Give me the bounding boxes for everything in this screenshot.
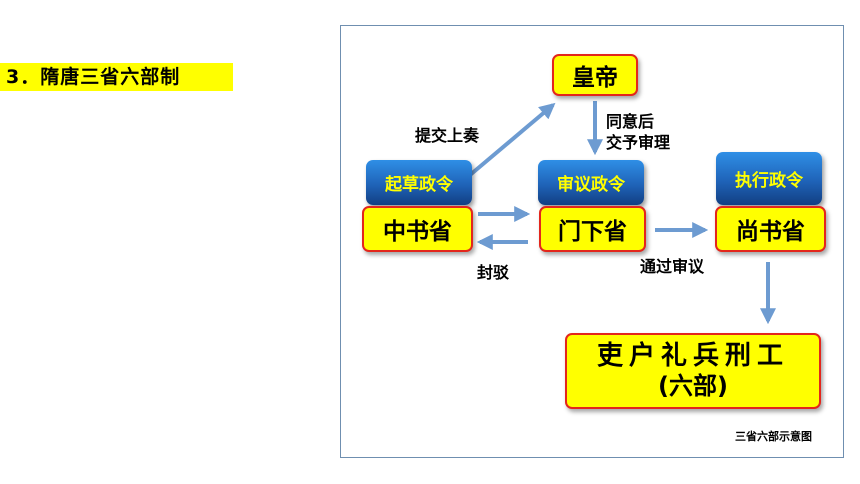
six-ministries-label: (六部) — [658, 372, 728, 400]
slide-title: 3．隋唐三省六部制 — [0, 63, 233, 91]
role-review-box: 审议政令 — [538, 160, 644, 205]
label-submit: 提交上奏 — [415, 126, 480, 145]
label-pass: 通过审议 — [640, 257, 705, 276]
role-execute-box: 执行政令 — [716, 152, 822, 205]
shangshu-box: 尚书省 — [715, 206, 826, 252]
six-ministries-box: 吏户礼兵刑工 (六部) — [565, 333, 821, 409]
label-reject: 封驳 — [477, 263, 510, 282]
label-approve-line2: 交予审理 — [606, 133, 671, 152]
six-ministries-names: 吏户礼兵刑工 — [596, 341, 789, 371]
menxia-box: 门下省 — [539, 206, 646, 252]
diagram-caption: 三省六部示意图 — [735, 430, 812, 443]
role-draft-box: 起草政令 — [366, 160, 472, 205]
label-approve-line1: 同意后 — [606, 112, 655, 131]
zhongshu-box: 中书省 — [362, 206, 473, 252]
arrow-submit — [468, 102, 556, 177]
emperor-box: 皇帝 — [552, 54, 638, 96]
